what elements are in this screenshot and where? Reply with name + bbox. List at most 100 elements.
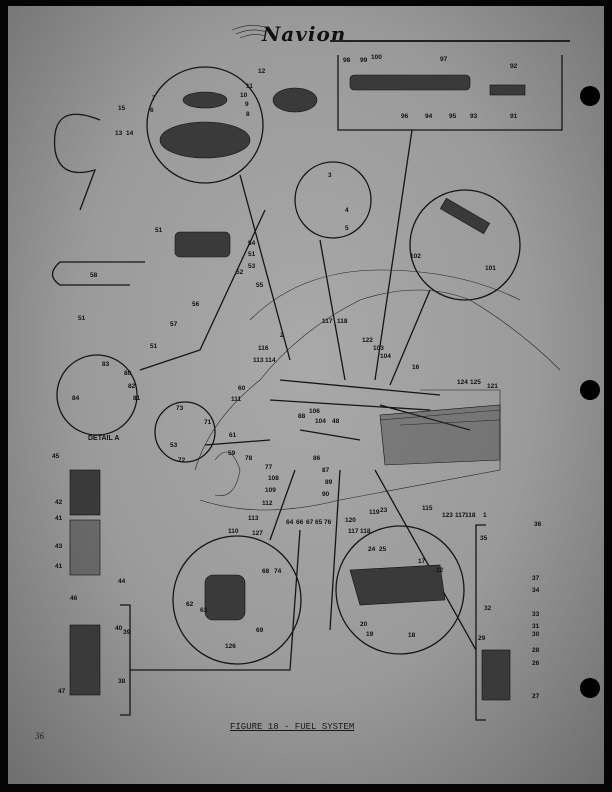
callout: 30 — [532, 631, 540, 638]
callout: 63 — [200, 607, 208, 614]
callout: 77 — [265, 464, 273, 471]
callout: 82 — [128, 383, 136, 390]
callout: 66 — [296, 519, 304, 526]
callout: 93 — [470, 113, 478, 120]
callout: 74 — [274, 568, 282, 575]
callout: 16 — [412, 364, 420, 371]
callout: 60 — [238, 385, 246, 392]
bracket-gascolator — [120, 604, 131, 716]
callout: 72 — [178, 457, 186, 464]
callout: 86 — [313, 455, 321, 462]
detail-circle-fuel-cap — [146, 66, 264, 184]
callout: 37 — [532, 575, 540, 582]
callout: 117 — [348, 528, 359, 535]
callout: 102 — [410, 253, 421, 260]
callout: 18 — [408, 632, 416, 639]
callout: 76 — [324, 519, 332, 526]
callout: 114 — [265, 357, 276, 364]
callout: 124 — [457, 379, 468, 386]
figure-caption: FIGURE 18 - FUEL SYSTEM — [230, 722, 355, 732]
callout: 3 — [328, 172, 332, 179]
callout: 24 — [368, 546, 376, 553]
callout: 61 — [229, 432, 237, 439]
gascolator-body — [69, 624, 101, 696]
fuel-tank-part — [349, 564, 446, 606]
callout: 71 — [204, 419, 212, 426]
callout: 112 — [262, 500, 273, 507]
callout: 1 — [483, 512, 487, 519]
callout: 52 — [236, 269, 244, 276]
callout: 6 — [150, 107, 154, 114]
callout: 28 — [532, 647, 540, 654]
gascolator-glass — [69, 519, 101, 576]
detail-circle-fitting — [154, 401, 216, 463]
callout: 19 — [366, 631, 374, 638]
callout: 113 — [253, 357, 264, 364]
callout: 45 — [52, 453, 60, 460]
callout: 27 — [532, 693, 540, 700]
detail-circle-clips — [294, 161, 372, 239]
callout: 15 — [118, 105, 126, 112]
logo-wing — [231, 25, 269, 39]
callout: 11 — [246, 83, 253, 90]
callout: 100 — [371, 54, 382, 61]
callout: 47 — [58, 688, 66, 695]
callout: 38 — [118, 678, 126, 685]
callout: 65 — [315, 519, 323, 526]
callout: 119 — [369, 509, 380, 516]
callout: 91 — [510, 113, 518, 120]
callout: 14 — [126, 130, 134, 137]
detail-circle-tank — [335, 525, 465, 655]
binder-hole — [580, 86, 600, 106]
callout: 118 — [337, 318, 348, 325]
callout: 41 — [55, 563, 63, 570]
callout: 106 — [309, 408, 320, 415]
fuel-pump-part — [204, 574, 246, 621]
callout: 99 — [360, 57, 368, 64]
header-rule — [330, 40, 570, 42]
valve-101-part — [439, 197, 491, 235]
callout: 39 — [123, 629, 131, 636]
callout: 56 — [192, 301, 200, 308]
callout: 84 — [72, 395, 80, 402]
cap-ring-part — [182, 91, 228, 109]
callout: 46 — [70, 595, 78, 602]
callout: 125 — [470, 379, 481, 386]
callout: 53 — [248, 263, 256, 270]
detail-circle-valve — [409, 189, 521, 301]
electric-pump-part — [174, 231, 231, 258]
callout: 109 — [265, 487, 276, 494]
airplane-outline — [194, 269, 561, 511]
callout: 90 — [322, 491, 330, 498]
callout: 32 — [484, 605, 492, 612]
callout: 9 — [245, 101, 249, 108]
wing-tank — [379, 404, 501, 466]
callout: 4 — [345, 207, 349, 214]
callout: 55 — [256, 282, 264, 289]
callout: 44 — [118, 578, 126, 585]
detail-circle-a — [56, 354, 138, 436]
page-number: 36 — [35, 731, 44, 741]
callout: 29 — [478, 635, 486, 642]
callout: 115 — [422, 505, 433, 512]
callout: 122 — [362, 337, 373, 344]
callout: 51 — [150, 343, 158, 350]
callout: 104 — [315, 418, 326, 425]
vent-hose — [53, 113, 101, 211]
callout: 73 — [176, 405, 184, 412]
callout: 12 — [258, 68, 266, 75]
callout: 126 — [225, 643, 236, 650]
bracket-selector — [337, 55, 563, 131]
selector-valve-parts — [349, 74, 471, 91]
callout: 98 — [343, 57, 351, 64]
callout: 8 — [246, 111, 250, 118]
detail-a-label: DETAIL A — [88, 435, 119, 442]
fuel-cap-part — [159, 121, 251, 159]
fuel-line-58 — [51, 261, 145, 286]
gascolator-bowl — [69, 469, 101, 516]
callout: 92 — [510, 63, 518, 70]
drain-valve-part — [489, 84, 526, 96]
callout: 31 — [532, 623, 540, 630]
